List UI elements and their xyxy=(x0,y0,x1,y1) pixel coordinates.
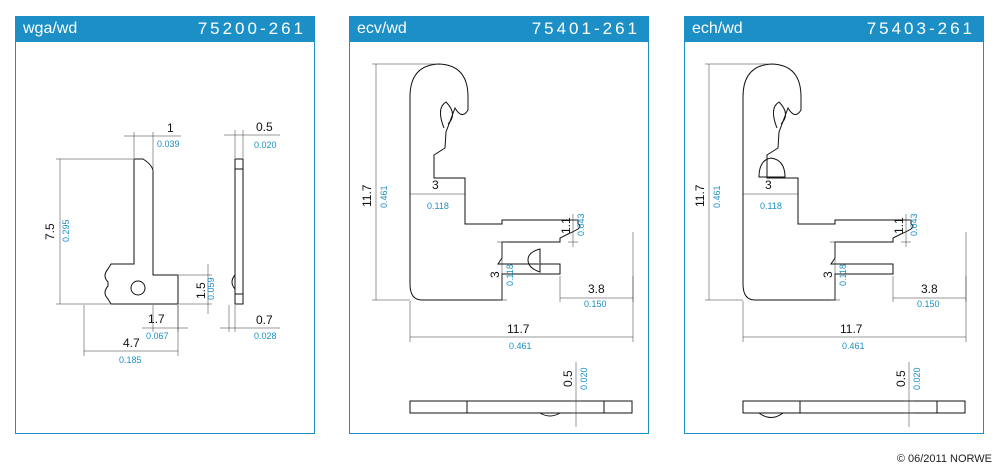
side-view-bar xyxy=(409,400,633,414)
dimension-value-mm: 11.7 xyxy=(507,322,530,336)
dimension-total-height: 11.7 0.461 xyxy=(693,63,771,301)
side-view-bump xyxy=(231,274,236,290)
copyright-notice: © 06/2011 NORWE xyxy=(896,453,992,465)
latch-dome xyxy=(758,157,786,178)
technical-drawing-ech-wd: 11.7 0.461 3 0.118 1.1 0.043 3 0.118 xyxy=(693,63,967,427)
dimension-value-inch: 0.295 xyxy=(61,219,71,242)
panel-wga-wd: wga/wd 75200-261 1 0.039 0.5 0.020 xyxy=(15,16,315,434)
dimension-value-inch: 0.461 xyxy=(842,341,865,351)
dimension-value-mm: 3.8 xyxy=(588,282,605,296)
side-view-bump xyxy=(539,412,561,417)
part-name: wga/wd xyxy=(23,20,78,37)
dimension-value-mm: 1.1 xyxy=(559,217,573,234)
dimension-width: 4.7 0.185 xyxy=(83,305,179,365)
panel-ech-wd: ech/wd 75403-261 11.7 0.461 3 0.118 xyxy=(684,16,984,434)
panel-header: wga/wd 75200-261 xyxy=(16,17,314,42)
panel-header: ech/wd 75403-261 xyxy=(685,17,983,42)
dimension-side-thickness: 0.5 0.020 xyxy=(894,362,922,427)
dimension-value-mm: 3.8 xyxy=(921,282,938,296)
dimension-side-thickness: 0.5 0.020 xyxy=(224,120,280,158)
side-view-bump xyxy=(758,412,784,418)
dimension-column-width: 3 0.118 xyxy=(410,178,465,211)
dimension-value-inch: 0.020 xyxy=(912,367,922,390)
side-view-outline xyxy=(234,158,244,305)
dimension-value-inch: 0.118 xyxy=(838,264,848,286)
dimension-value-mm: 1.7 xyxy=(148,312,165,326)
dimension-base-height: 1.5 0.059 xyxy=(179,264,216,314)
dimension-value-mm: 0.5 xyxy=(561,370,575,387)
dimension-base-height: 3 0.118 xyxy=(488,241,515,301)
dimension-value-mm: 3 xyxy=(821,271,835,278)
dimension-value-inch: 0.185 xyxy=(119,355,142,365)
dimension-tab-length: 3.8 0.150 xyxy=(559,276,634,309)
part-code: 75403-261 xyxy=(866,19,975,38)
dimension-tab-thickness: 1.1 0.043 xyxy=(892,213,919,247)
dimension-value-mm: 1.5 xyxy=(194,282,208,299)
technical-drawing-wga-wd: 1 0.039 0.5 0.020 7.5 0.295 1.5 0.059 xyxy=(43,120,280,365)
dimension-value-inch: 0.043 xyxy=(909,213,919,236)
dimension-tab-thickness: 1.1 0.043 xyxy=(559,213,586,247)
part-name: ech/wd xyxy=(692,20,743,37)
dimension-base-height: 3 0.118 xyxy=(821,241,848,301)
dimension-value-mm: 7.5 xyxy=(43,223,57,240)
side-view-bar xyxy=(742,400,966,414)
dimension-thickness: 1 0.039 xyxy=(124,121,181,169)
dimension-value-inch: 0.028 xyxy=(254,331,277,341)
latch-dome-ghost xyxy=(538,249,545,269)
dimension-value-mm: 0.5 xyxy=(894,370,908,387)
dimension-value-mm: 3 xyxy=(488,271,502,278)
dimension-value-inch: 0.461 xyxy=(509,341,532,351)
dimension-side-thickness: 0.5 0.020 xyxy=(561,362,589,427)
dimension-value-inch: 0.150 xyxy=(584,299,607,309)
panel-header: ecv/wd 75401-261 xyxy=(350,17,648,42)
dimension-value-mm: 0.5 xyxy=(256,120,273,134)
dimension-total-width: 11.7 0.461 xyxy=(409,232,634,351)
dimension-value-inch: 0.020 xyxy=(579,367,589,390)
latch-dome xyxy=(527,248,541,273)
dimension-value-inch: 0.043 xyxy=(576,213,586,236)
mounting-hole xyxy=(130,280,146,296)
dimension-value-inch: 0.461 xyxy=(712,185,722,208)
part-outline xyxy=(104,158,179,305)
dimension-value-mm: 11.7 xyxy=(360,184,374,207)
dimension-value-inch: 0.067 xyxy=(146,331,169,341)
dimension-value-inch: 0.150 xyxy=(917,299,940,309)
dimension-value-inch: 0.118 xyxy=(760,201,782,211)
dimension-value-mm: 4.7 xyxy=(123,336,140,350)
dimension-value-mm: 0.7 xyxy=(256,313,273,327)
dimension-value-mm: 11.7 xyxy=(840,322,863,336)
dimension-total-width: 11.7 0.461 xyxy=(742,232,967,351)
dimension-total-height: 11.7 0.461 xyxy=(360,63,438,301)
dimension-value-mm: 3 xyxy=(765,178,772,192)
dimension-column-width: 3 0.118 xyxy=(743,178,798,211)
hook-notch xyxy=(773,101,786,129)
hook-notch xyxy=(440,101,453,129)
technical-drawing-ecv-wd: 11.7 0.461 3 0.118 1.1 0.043 3 0.118 xyxy=(360,63,634,427)
dimension-value-mm: 11.7 xyxy=(693,184,707,207)
dimension-hole-offset: 1.7 0.067 xyxy=(142,305,188,341)
dimension-value-inch: 0.020 xyxy=(254,140,277,150)
dimension-value-inch: 0.118 xyxy=(427,201,449,211)
dimension-tab-length: 3.8 0.150 xyxy=(892,276,967,309)
part-code: 75401-261 xyxy=(531,19,640,38)
dimension-value-inch: 0.461 xyxy=(379,185,389,208)
dimension-value-inch: 0.059 xyxy=(206,277,216,300)
dimension-bump: 0.7 0.028 xyxy=(220,305,280,341)
part-code: 75200-261 xyxy=(197,19,306,38)
dimension-value-inch: 0.118 xyxy=(505,264,515,286)
dimension-value-mm: 1 xyxy=(167,121,174,135)
panel-ecv-wd: ecv/wd 75401-261 11.7 0.461 3 0.118 xyxy=(349,16,649,434)
dimension-value-inch: 0.039 xyxy=(157,139,180,149)
part-name: ecv/wd xyxy=(357,20,407,37)
dimension-value-mm: 3 xyxy=(432,178,439,192)
dimension-height: 7.5 0.295 xyxy=(43,158,133,305)
dimension-value-mm: 1.1 xyxy=(892,217,906,234)
